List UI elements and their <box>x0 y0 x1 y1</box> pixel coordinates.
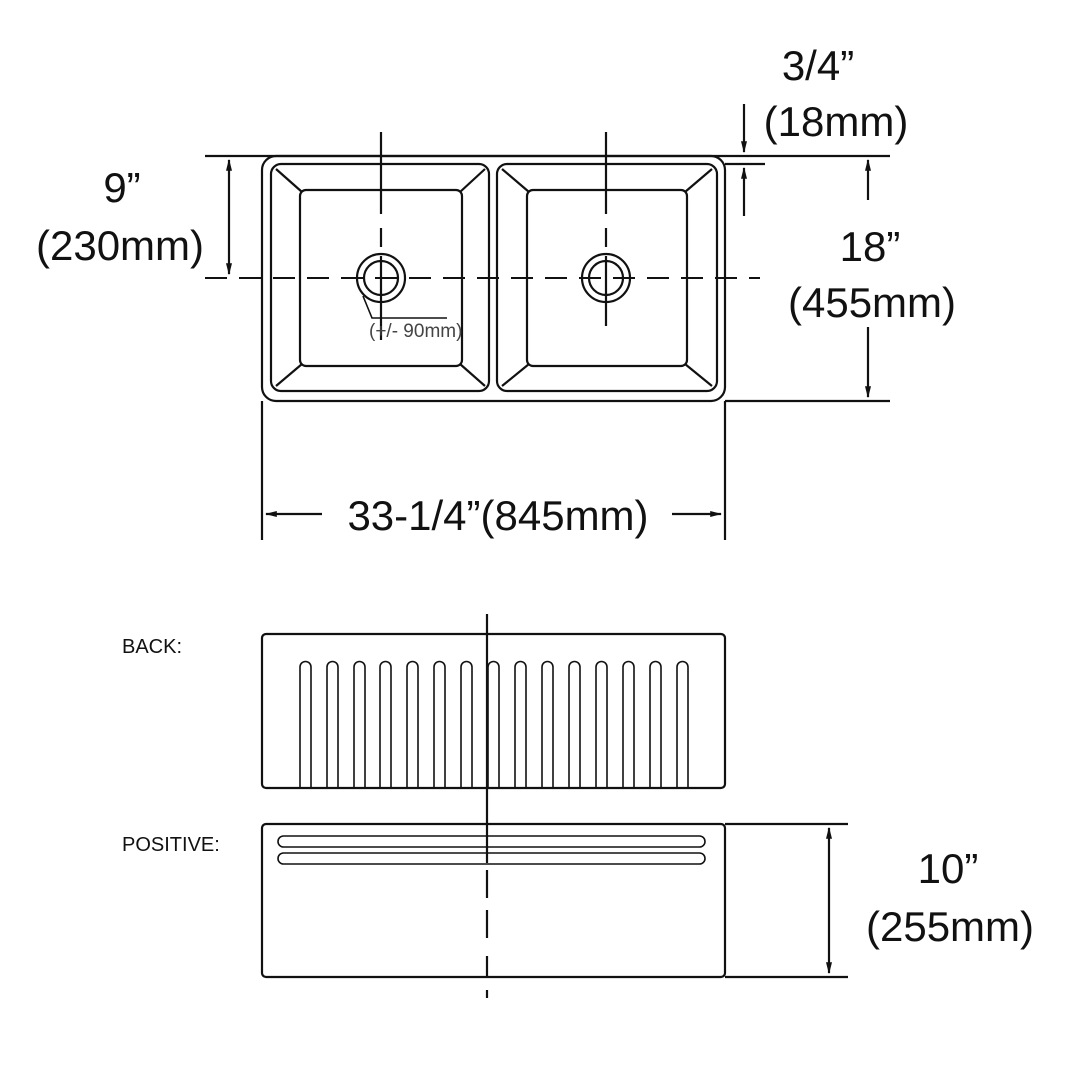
depth-mm: (455mm) <box>788 279 956 326</box>
back-flutes <box>299 660 689 787</box>
height-mm: (255mm) <box>866 903 1034 950</box>
front-view-label: POSITIVE: <box>122 834 220 856</box>
height-inches: 10” <box>918 845 979 892</box>
rim-thickness-inches: 3/4” <box>782 42 854 89</box>
tolerance-leader <box>362 295 447 319</box>
front-groove-2 <box>277 852 706 865</box>
back-view: BACK: <box>122 632 727 790</box>
width-label: 33-1/4”(845mm) <box>347 492 648 539</box>
top-view: (+/- 90mm) 9” (230mm) 3/4” (18mm) 18” (4… <box>36 42 956 540</box>
back-panel-outline <box>260 632 727 790</box>
rim-thickness-mm: (18mm) <box>764 98 909 145</box>
back-view-label: BACK: <box>122 636 182 658</box>
front-panel-outline <box>260 822 727 979</box>
drain-offset-inches: 9” <box>103 164 140 211</box>
depth-inches: 18” <box>840 223 901 270</box>
drain-tolerance-label: (+/- 90mm) <box>369 321 462 342</box>
front-view: POSITIVE: 10” (255mm) <box>122 822 1034 979</box>
front-groove-1 <box>277 835 706 848</box>
drain-offset-mm: (230mm) <box>36 222 204 269</box>
